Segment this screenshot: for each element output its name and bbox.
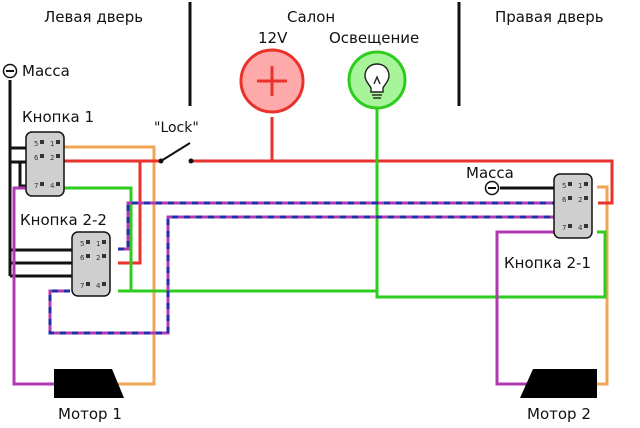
lock-switch (158, 142, 194, 164)
b21-pin (584, 182, 588, 186)
b22-pin-label: 2 (96, 254, 100, 262)
lock-label: "Lock" (154, 120, 199, 136)
button-2-1-block: 5 1 6 2 7 4 (553, 173, 593, 239)
purple-wire-motor2 (495, 230, 564, 386)
b21-pin-label: 1 (578, 182, 582, 190)
purple-blue-wires (48, 201, 566, 335)
section-cabin: Салон (287, 8, 336, 26)
power-label: 12V (258, 29, 288, 47)
b21-pin-label: 4 (578, 224, 583, 232)
pb-wire-top-stripe (118, 201, 566, 251)
orange-wire-b21-motor2 (590, 185, 609, 386)
b22-pin (102, 282, 106, 286)
power-12v (239, 48, 305, 114)
b1-pin-label: 2 (50, 154, 54, 162)
b21-pin (584, 196, 588, 200)
b1-pin-label: 1 (50, 140, 54, 148)
section-right-door: Правая дверь (495, 8, 604, 26)
red-wire-bus (192, 159, 614, 205)
b22-pin-label: 6 (80, 254, 85, 262)
button-1-block: 5 1 6 2 7 4 (25, 131, 65, 197)
b22-housing (71, 231, 111, 297)
b21-pin (568, 196, 572, 200)
b21-pin-label: 2 (578, 196, 582, 204)
b22-pin (102, 254, 106, 258)
ground-label-left: Масса (22, 62, 70, 80)
green-wires (64, 105, 607, 299)
button-2-2-block: 5 1 6 2 7 4 (71, 231, 111, 297)
motor-2-body (520, 369, 597, 398)
purple-wires (12, 186, 564, 386)
lighting-label: Освещение (329, 29, 420, 47)
b1-pin (56, 140, 60, 144)
b1-pin (40, 182, 44, 186)
b21-pin (568, 182, 572, 186)
ground-symbol-left (2, 63, 18, 79)
section-left-door: Левая дверь (44, 8, 144, 26)
lock-switch-contact-b (188, 158, 194, 164)
motor-1-label: Мотор 1 (58, 405, 122, 423)
b22-pin-label: 4 (96, 282, 101, 290)
b1-pin (40, 140, 44, 144)
b22-pin-label: 1 (96, 240, 100, 248)
b21-housing (553, 173, 593, 239)
b1-pin-label: 6 (34, 154, 39, 162)
red-wire-b22 (118, 161, 142, 265)
lock-switch-lever (160, 142, 191, 162)
orange-wire-b1-motor1 (64, 145, 156, 386)
red-wires (64, 117, 614, 265)
green-wire-light-down (375, 105, 607, 299)
b1-pin (56, 182, 60, 186)
b21-pin-label: 5 (562, 182, 566, 190)
b21-pin-label: 7 (562, 224, 566, 232)
motor-1-body (54, 369, 124, 398)
lighting-lamp (347, 50, 407, 110)
ground-symbol-right (484, 180, 500, 196)
purple-wire-motor1 (12, 186, 56, 386)
motor-2 (520, 369, 597, 398)
b1-housing (25, 131, 65, 197)
b22-pin (86, 254, 90, 258)
b21-pin-label: 6 (562, 196, 567, 204)
ground-label-right: Масса (466, 164, 514, 182)
b1-pin (40, 154, 44, 158)
pb-wire-top (118, 201, 566, 251)
b22-pin-label: 5 (80, 240, 84, 248)
button-1-label: Кнопка 1 (22, 108, 95, 126)
b1-pin-label: 7 (34, 182, 38, 190)
b1-pin-label: 5 (34, 140, 38, 148)
b1-pin-label: 4 (50, 182, 55, 190)
b21-pin (568, 224, 572, 228)
b22-pin (86, 240, 90, 244)
motor-1 (54, 369, 124, 398)
b22-pin (102, 240, 106, 244)
b1-pin (56, 154, 60, 158)
green-wire-b1 (64, 186, 133, 291)
b21-pin (584, 224, 588, 228)
button-2-1-label: Кнопка 2-1 (504, 254, 591, 272)
b22-pin-label: 7 (80, 282, 84, 290)
b22-pin (86, 282, 90, 286)
pb-wire-bottom-stripe (48, 215, 566, 335)
bulb-icon (364, 63, 390, 99)
motor-2-label: Мотор 2 (527, 405, 591, 423)
orange-wires (64, 145, 609, 386)
button-2-2-label: Кнопка 2-2 (20, 211, 107, 229)
